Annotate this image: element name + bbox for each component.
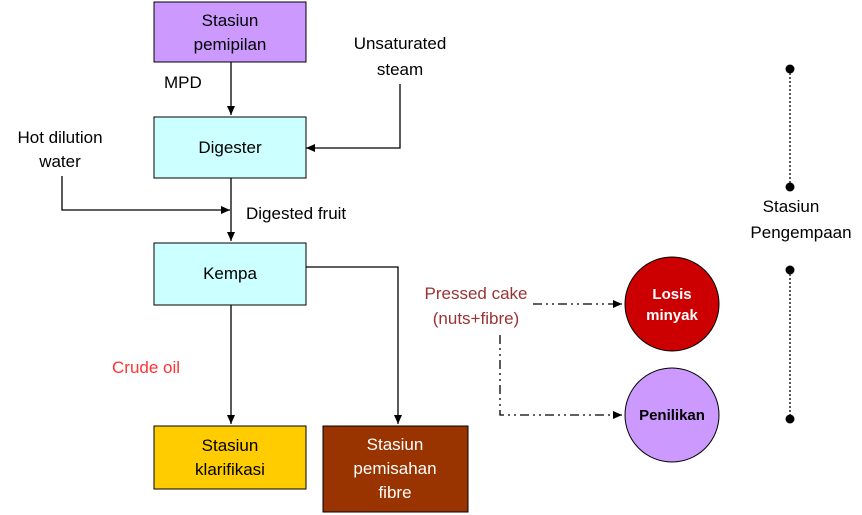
arrow-steam-to-digester	[306, 84, 401, 152]
arrow-dilution-water	[61, 176, 230, 214]
node-label-line: fibre	[378, 483, 411, 502]
label-stasiun-pengempaan-line: Stasiun	[763, 197, 820, 216]
node-label-line: Stasiun	[202, 11, 259, 30]
node-label: Digester	[198, 138, 262, 157]
node-label-line: Stasiun	[202, 436, 259, 455]
node-label: Penilikan	[639, 407, 705, 424]
label-hot-dilution-water-line: water	[38, 152, 81, 171]
label-pressed-cake-line: Pressed cake	[425, 284, 528, 303]
node-label-line: pemipilan	[194, 35, 267, 54]
label-digested-fruit: Digested fruit	[246, 204, 346, 223]
label-hot-dilution-water-line: Hot dilution	[17, 128, 102, 147]
stasiun-pengempaan-bracket	[785, 64, 795, 424]
node-label-line: pemisahan	[353, 459, 436, 478]
label-pressed-cake-line: (nuts+fibre)	[433, 309, 519, 328]
label-unsaturated-steam-line: Unsaturated	[354, 34, 447, 53]
arrow-cake-to-penilikan	[499, 335, 622, 419]
node-stasiun-pemipilan: Stasiun pemipilan	[153, 1, 307, 63]
node-label-line: klarifikasi	[195, 460, 265, 479]
label-mpd: MPD	[164, 73, 202, 92]
label-crude-oil: Crude oil	[112, 358, 180, 377]
node-digester: Digester	[153, 116, 307, 179]
node-label-line: Losis	[652, 286, 691, 303]
node-penilikan: Penilikan	[624, 367, 720, 463]
label-stasiun-pengempaan-line: Pengempaan	[750, 223, 851, 242]
label-unsaturated-steam-line: steam	[377, 60, 423, 79]
node-kempa: Kempa	[153, 242, 307, 306]
node-losis-minyak: Losis minyak	[624, 256, 720, 352]
node-stasiun-klarifikasi: Stasiun klarifikasi	[153, 425, 307, 490]
node-label-line: Stasiun	[367, 435, 424, 454]
node-label-line: minyak	[646, 307, 698, 324]
arrow-kempa-to-fibre	[305, 266, 402, 424]
node-stasiun-pemisahan-fibre: Stasiun pemisahan fibre	[322, 425, 469, 513]
node-label: Kempa	[203, 264, 257, 283]
